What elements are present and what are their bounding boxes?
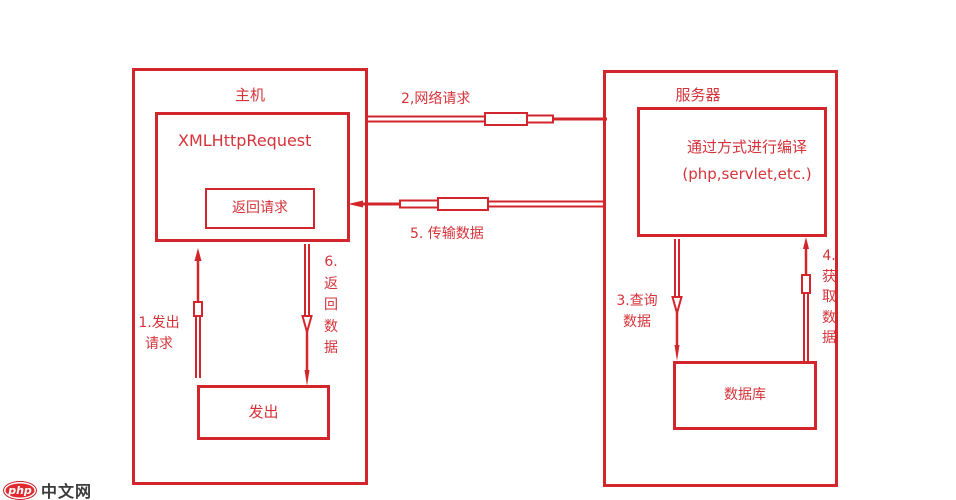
return-request-box: 返回请求 bbox=[205, 188, 315, 229]
xmlhttprequest-box bbox=[155, 112, 350, 242]
arrow-return-data bbox=[301, 244, 313, 386]
arrow-send-request bbox=[193, 248, 203, 378]
return-request-label: 返回请求 bbox=[232, 200, 288, 216]
server-title: 服务器 bbox=[675, 86, 721, 104]
xmlhttprequest-label: XMLHttpRequest bbox=[178, 131, 312, 150]
fetch-data-label: 4. 获 取 数 据 bbox=[822, 248, 836, 346]
database-box: 数据库 bbox=[673, 361, 817, 430]
send-label: 发出 bbox=[248, 403, 279, 421]
compile-box: 通过方式进行编译 (php,servlet,etc.) bbox=[637, 107, 827, 237]
php-cn-site-text: 中文网 bbox=[41, 482, 93, 500]
transfer-data-label: 5. 传输数据 bbox=[410, 226, 484, 242]
send-request-label: 1.发出 请求 bbox=[138, 315, 180, 352]
return-data-label: 6. 返 回 数 据 bbox=[324, 254, 338, 356]
query-data-label: 3.查询 数据 bbox=[616, 293, 658, 330]
php-cn-watermark: php 中文网 bbox=[4, 478, 92, 500]
compile-line2: (php,servlet,etc.) bbox=[682, 165, 812, 183]
arrow-transfer-data bbox=[348, 197, 606, 211]
compile-line1: 通过方式进行编译 bbox=[686, 138, 807, 156]
database-label: 数据库 bbox=[724, 387, 766, 403]
host-box bbox=[132, 68, 368, 485]
arrow-query-data bbox=[671, 239, 683, 361]
host-title: 主机 bbox=[234, 86, 265, 104]
network-request-label: 2,网络请求 bbox=[401, 91, 471, 107]
server-box bbox=[603, 70, 838, 487]
arrow-fetch-data bbox=[801, 237, 811, 361]
php-logo-badge: php bbox=[4, 481, 36, 499]
arrow-network-request bbox=[365, 112, 607, 126]
send-box: 发出 bbox=[197, 385, 330, 440]
